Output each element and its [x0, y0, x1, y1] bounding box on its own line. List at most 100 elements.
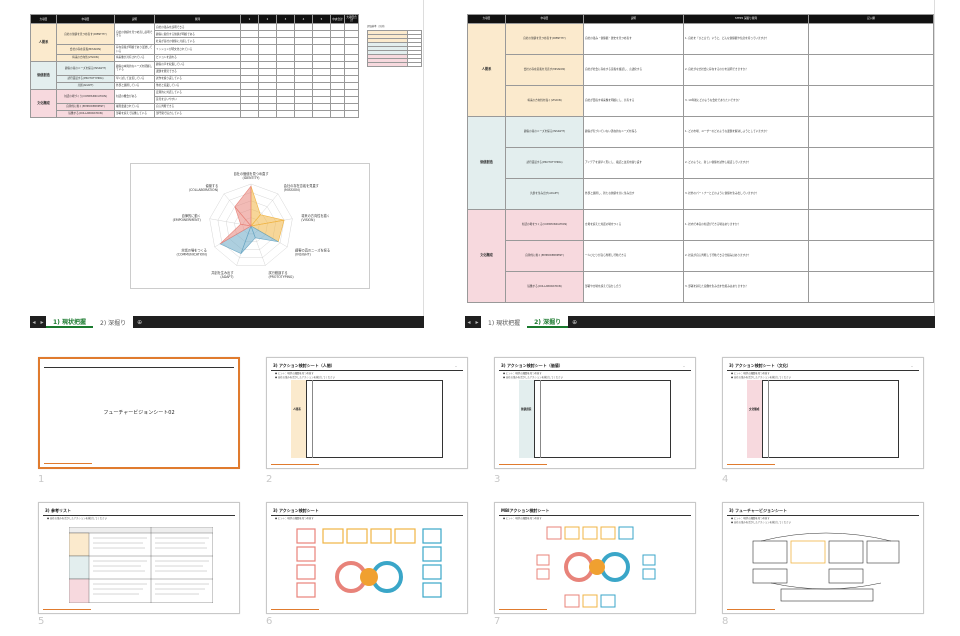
- total-cell[interactable]: [344, 53, 359, 62]
- tab-deep-dive[interactable]: 2) 深掘り: [93, 316, 134, 328]
- item-cell[interactable]: 将来の方向性を描く(VISION): [505, 85, 584, 117]
- score-cell[interactable]: [258, 53, 277, 62]
- description-cell[interactable]: 顧客の本質的なニーズを把握している: [114, 60, 155, 76]
- score-cell[interactable]: [294, 53, 313, 62]
- score-cell[interactable]: [240, 102, 259, 111]
- score-cell[interactable]: [240, 23, 259, 32]
- description-cell[interactable]: 自社が目指す将来像を明確にし、共有する: [583, 85, 684, 117]
- question-cell[interactable]: 他社と協業している: [154, 81, 241, 90]
- score-cell[interactable]: [294, 81, 313, 90]
- description-cell[interactable]: 将来像が共有されている: [114, 53, 155, 62]
- score-cell[interactable]: [276, 95, 295, 104]
- tab-next-icon[interactable]: ▸: [40, 318, 44, 326]
- score-cell[interactable]: [312, 60, 331, 69]
- question-cell[interactable]: 顧客の声を収集している: [154, 60, 241, 69]
- score-cell[interactable]: [276, 88, 295, 97]
- total-cell[interactable]: [330, 88, 345, 97]
- total-cell[interactable]: [330, 67, 345, 76]
- tab-current-state[interactable]: 1) 現状把握: [481, 316, 528, 328]
- total-cell[interactable]: [344, 74, 359, 83]
- question-cell[interactable]: 意見を言いやすい: [154, 95, 241, 104]
- item-cell[interactable]: 協働する(COLLABORATION): [56, 109, 115, 118]
- score-cell[interactable]: [276, 30, 295, 39]
- description-cell[interactable]: 外部と連携している: [114, 81, 155, 90]
- score-cell[interactable]: [294, 95, 313, 104]
- question-cell[interactable]: 2. 社員が自ら判断して行動できる仕組みはありますか？: [683, 240, 809, 272]
- score-cell[interactable]: [312, 102, 331, 111]
- answer-cell[interactable]: [808, 116, 934, 148]
- score-cell[interactable]: [240, 60, 259, 69]
- radar-chart-panel[interactable]: 自社の価値を見つめ直す(IDENTITY)会社の存在意義を見直す(MISSION…: [130, 163, 370, 289]
- total-cell[interactable]: [330, 81, 345, 90]
- score-cell[interactable]: [312, 37, 331, 46]
- slide-thumbnail-6[interactable]: 3) アクション検討シート ● ヒント：現状の課題を見つめ直す: [266, 502, 468, 614]
- total-cell[interactable]: [344, 102, 359, 111]
- answer-cell[interactable]: [808, 147, 934, 179]
- description-cell[interactable]: 一人ひとりが自ら判断し行動できる: [583, 240, 684, 272]
- score-cell[interactable]: [276, 44, 295, 55]
- question-cell[interactable]: 3. 10年後にどのような会社でありたいですか？: [683, 85, 809, 117]
- score-cell[interactable]: [276, 23, 295, 32]
- score-cell[interactable]: [258, 88, 277, 97]
- total-cell[interactable]: [330, 60, 345, 69]
- score-cell[interactable]: [312, 74, 331, 83]
- score-cell[interactable]: [312, 53, 331, 62]
- question-cell[interactable]: 3. 部署を越えた協働を生み出す仕組みはありますか？: [683, 271, 809, 303]
- slide-thumbnail-5[interactable]: 3) 参考リスト ● 自社の強みを活かしたアクションを検討してください: [38, 502, 240, 614]
- description-cell[interactable]: 立場を超えた対話の場をつくる: [583, 209, 684, 241]
- item-cell[interactable]: 協働する(COLLABORATION): [505, 271, 584, 303]
- total-cell[interactable]: [330, 74, 345, 83]
- total-cell[interactable]: [330, 53, 345, 62]
- item-cell[interactable]: 将来の方向性(VISION): [56, 53, 115, 62]
- question-cell[interactable]: ミッションが明文化されている: [154, 44, 241, 55]
- score-cell[interactable]: [294, 109, 313, 118]
- score-cell[interactable]: [258, 81, 277, 90]
- slide-thumbnail-8[interactable]: 3) フューチャービジョンシート ● ヒント：現状の課題を見つめ直す ● 自社の…: [722, 502, 924, 614]
- tab-next-icon[interactable]: ▸: [475, 318, 479, 326]
- question-cell[interactable]: ビジョンを語れる: [154, 53, 241, 62]
- question-cell[interactable]: 部門間で協力している: [154, 109, 241, 118]
- score-cell[interactable]: [294, 23, 313, 32]
- score-cell[interactable]: [258, 109, 277, 118]
- score-cell[interactable]: [240, 88, 259, 97]
- score-cell[interactable]: [240, 109, 259, 118]
- total-cell[interactable]: [344, 81, 359, 90]
- question-cell[interactable]: 2. どのように、新しい価値を試作し検証していますか？: [683, 147, 809, 179]
- item-cell[interactable]: 自律的に動く(EMPOWERMENT): [505, 240, 584, 272]
- total-cell[interactable]: [330, 37, 345, 46]
- score-cell[interactable]: [312, 23, 331, 32]
- description-cell[interactable]: 自社が社会に存在する意義を確認し、言語化する: [583, 54, 684, 86]
- score-cell[interactable]: [258, 74, 277, 83]
- score-cell[interactable]: [294, 88, 313, 97]
- total-cell[interactable]: [344, 67, 359, 76]
- score-cell[interactable]: [312, 67, 331, 76]
- score-cell[interactable]: [240, 53, 259, 62]
- score-cell[interactable]: [240, 37, 259, 46]
- item-cell[interactable]: 会社の存在意義を見直す(MISSION): [505, 54, 584, 86]
- score-cell[interactable]: [294, 60, 313, 69]
- score-cell[interactable]: [240, 81, 259, 90]
- item-cell[interactable]: 自社の価値を見つめ直す(IDENTITY): [56, 23, 115, 46]
- score-cell[interactable]: [240, 67, 259, 76]
- total-cell[interactable]: [344, 37, 359, 46]
- question-cell[interactable]: 2. 自社がなぜ社会に存在するのかを説明できますか？: [683, 54, 809, 86]
- score-cell[interactable]: [294, 67, 313, 76]
- question-cell[interactable]: 1. どの市場、ユーザーのどのような課題を解決しようとしていますか？: [683, 116, 809, 148]
- description-cell[interactable]: 存在意義が明確であり浸透している: [114, 44, 155, 55]
- score-cell[interactable]: [258, 23, 277, 32]
- item-cell[interactable]: 共創(ADAPT): [56, 81, 115, 90]
- question-cell[interactable]: 1. 社内で本音の対話ができる場はありますか？: [683, 209, 809, 241]
- item-cell[interactable]: 対話の場をつくる(COMMUNICATION): [505, 209, 584, 241]
- description-cell[interactable]: 部署や立場を超えて協力し合う: [583, 271, 684, 303]
- total-cell[interactable]: [344, 109, 359, 118]
- slide-thumbnail-3[interactable]: 3) アクション検討シート（価値） ー ● ヒント：現状の課題を見つめ直す ● …: [494, 357, 696, 469]
- total-cell[interactable]: [344, 88, 359, 97]
- answer-cell[interactable]: [808, 209, 934, 241]
- score-cell[interactable]: [294, 37, 313, 46]
- item-cell[interactable]: 試行錯誤する(PROTOTYPING): [505, 147, 584, 179]
- total-cell[interactable]: [330, 44, 345, 55]
- slide-thumbnail-2[interactable]: 3) アクション検討シート（人間） ー ● ヒント：現状の課題を見つめ直す ● …: [266, 357, 468, 469]
- question-cell[interactable]: 顧客に提供する価値が明確である: [154, 30, 241, 39]
- score-cell[interactable]: [258, 102, 277, 111]
